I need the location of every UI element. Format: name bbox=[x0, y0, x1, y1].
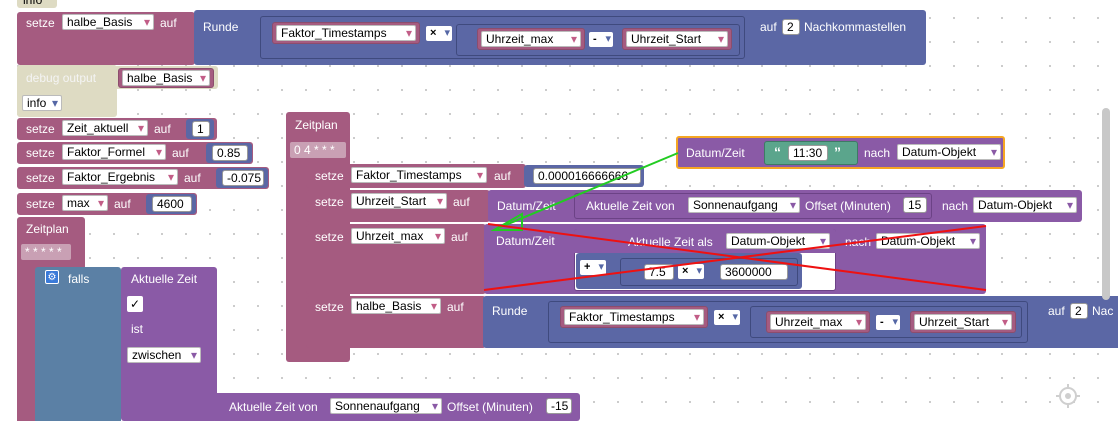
recenter-icon[interactable] bbox=[1056, 384, 1080, 408]
variable-dropdown[interactable]: halbe_Basis bbox=[62, 14, 154, 30]
format-dropdown[interactable]: Datum-Objekt bbox=[726, 233, 830, 249]
date-time-label: Datum/Zeit bbox=[496, 234, 555, 248]
set-label: setze bbox=[26, 197, 55, 211]
round-label: Runde bbox=[492, 304, 528, 318]
comparison-dropdown[interactable]: zwischen bbox=[127, 347, 201, 363]
set-label: setze bbox=[315, 195, 344, 209]
number-input[interactable]: 0.85 bbox=[212, 145, 248, 161]
variable-dropdown[interactable]: Faktor_Timestamps bbox=[276, 25, 416, 41]
variable-dropdown[interactable]: halbe_Basis bbox=[122, 70, 210, 86]
cron-field[interactable]: * * * * * bbox=[21, 244, 71, 260]
set-label: setze bbox=[315, 230, 344, 244]
set-label: setze bbox=[315, 169, 344, 183]
set-label: setze bbox=[26, 16, 55, 30]
to-label: auf bbox=[114, 197, 131, 211]
info-block-clipped[interactable]: info bbox=[17, 0, 57, 8]
places-prefix: auf bbox=[1048, 304, 1065, 318]
vertical-scrollbar[interactable] bbox=[1102, 108, 1110, 300]
time-text-input[interactable]: 11:30 bbox=[788, 145, 828, 161]
minus-operator-dropdown[interactable]: - bbox=[876, 315, 900, 330]
variable-dropdown[interactable]: Uhrzeit_max bbox=[351, 228, 445, 244]
cron-text: 0 4 * * * bbox=[294, 143, 335, 157]
set-label: setze bbox=[26, 146, 55, 160]
now-of-label: Aktuelle Zeit von bbox=[229, 400, 318, 414]
cron-text: * * * * * bbox=[25, 245, 62, 259]
schedule-label: Zeitplan bbox=[26, 222, 69, 236]
number-input[interactable]: 7.5 bbox=[644, 264, 674, 280]
variable-dropdown[interactable]: Faktor_Ergebnis bbox=[62, 169, 178, 185]
after-label: nach bbox=[845, 235, 872, 249]
info-label: info bbox=[23, 0, 43, 7]
sun-event-dropdown[interactable]: Sonnenaufgang bbox=[330, 398, 442, 414]
variable-dropdown[interactable]: Faktor_Timestamps bbox=[351, 167, 487, 183]
variable-dropdown[interactable]: Zeit_aktuell bbox=[62, 120, 148, 136]
date-time-label: Datum/Zeit bbox=[686, 146, 745, 160]
to-label: auf bbox=[160, 16, 177, 30]
sun-event-dropdown[interactable]: Sonnenaufgang bbox=[688, 197, 800, 213]
debug-output-label: debug output bbox=[26, 71, 97, 85]
is-label: ist bbox=[131, 322, 143, 336]
variable-dropdown[interactable]: Uhrzeit_max bbox=[481, 31, 581, 47]
if-label: falls bbox=[68, 272, 90, 286]
now-as-label: Aktuelle Zeit als bbox=[628, 235, 713, 249]
gear-icon[interactable]: ⚙ bbox=[45, 270, 59, 284]
after-label: nach bbox=[942, 199, 969, 213]
multiply-operator-dropdown[interactable]: × bbox=[678, 264, 704, 279]
if-block[interactable] bbox=[35, 267, 121, 421]
format-dropdown[interactable]: Datum-Objekt bbox=[876, 233, 980, 249]
number-input[interactable]: 0.000016666666 bbox=[533, 168, 641, 184]
cron-field[interactable]: 0 4 * * * bbox=[290, 142, 346, 158]
current-time-compare-block[interactable] bbox=[121, 267, 217, 421]
schedule-label: Zeitplan bbox=[295, 118, 338, 132]
variable-dropdown[interactable]: Uhrzeit_Start bbox=[351, 193, 447, 209]
variable-dropdown[interactable]: halbe_Basis bbox=[351, 298, 441, 314]
now-of-label: Aktuelle Zeit von bbox=[586, 199, 675, 213]
minus-operator-dropdown[interactable]: - bbox=[589, 32, 613, 47]
places-suffix: Nac bbox=[1092, 304, 1114, 318]
variable-dropdown[interactable]: Uhrzeit_Start bbox=[626, 31, 728, 47]
to-label: auf bbox=[451, 230, 468, 244]
format-dropdown[interactable]: Datum-Objekt bbox=[897, 144, 1001, 160]
number-input[interactable]: 4600 bbox=[152, 196, 192, 212]
format-dropdown[interactable]: Datum-Objekt bbox=[973, 197, 1077, 213]
to-label: auf bbox=[453, 195, 470, 209]
current-time-label: Aktuelle Zeit bbox=[131, 272, 198, 286]
set-label: setze bbox=[26, 171, 55, 185]
to-label: auf bbox=[184, 171, 201, 185]
variable-dropdown[interactable]: max bbox=[62, 195, 108, 211]
variable-dropdown[interactable]: Uhrzeit_Start bbox=[914, 314, 1012, 330]
date-time-label: Datum/Zeit bbox=[497, 199, 556, 213]
plus-operator-dropdown[interactable]: + bbox=[580, 260, 606, 275]
places-suffix: Nachkommastellen bbox=[804, 20, 907, 34]
to-label: auf bbox=[172, 146, 189, 160]
number-input[interactable]: 1 bbox=[192, 121, 210, 137]
to-label: auf bbox=[154, 122, 171, 136]
offset-input[interactable]: 15 bbox=[903, 197, 927, 213]
round-label: Runde bbox=[203, 20, 239, 34]
to-label: auf bbox=[447, 300, 464, 314]
places-prefix: auf bbox=[760, 20, 777, 34]
checkbox-checked[interactable]: ✓ bbox=[127, 296, 143, 312]
variable-dropdown[interactable]: Faktor_Formel bbox=[62, 144, 166, 160]
number-input[interactable]: 3600000 bbox=[720, 264, 788, 280]
quote-open-icon: “ bbox=[774, 144, 781, 160]
offset-input[interactable]: -15 bbox=[546, 398, 572, 414]
decimal-places-input[interactable]: 2 bbox=[782, 19, 800, 35]
number-input[interactable]: -0.075 bbox=[222, 170, 264, 186]
multiply-operator-dropdown[interactable]: × bbox=[426, 26, 452, 41]
offset-label: Offset (Minuten) bbox=[805, 199, 891, 213]
multiply-operator-dropdown[interactable]: × bbox=[714, 310, 740, 325]
offset-label: Offset (Minuten) bbox=[447, 400, 533, 414]
to-label: auf bbox=[494, 169, 511, 183]
set-label: setze bbox=[315, 300, 344, 314]
variable-dropdown[interactable]: Faktor_Timestamps bbox=[564, 309, 704, 325]
after-label: nach bbox=[864, 146, 891, 160]
quote-close-icon: ” bbox=[834, 144, 841, 160]
decimal-places-input[interactable]: 2 bbox=[1070, 303, 1088, 319]
log-level-dropdown[interactable]: info bbox=[22, 95, 62, 111]
set-label: setze bbox=[26, 122, 55, 136]
variable-dropdown[interactable]: Uhrzeit_max bbox=[770, 314, 866, 330]
